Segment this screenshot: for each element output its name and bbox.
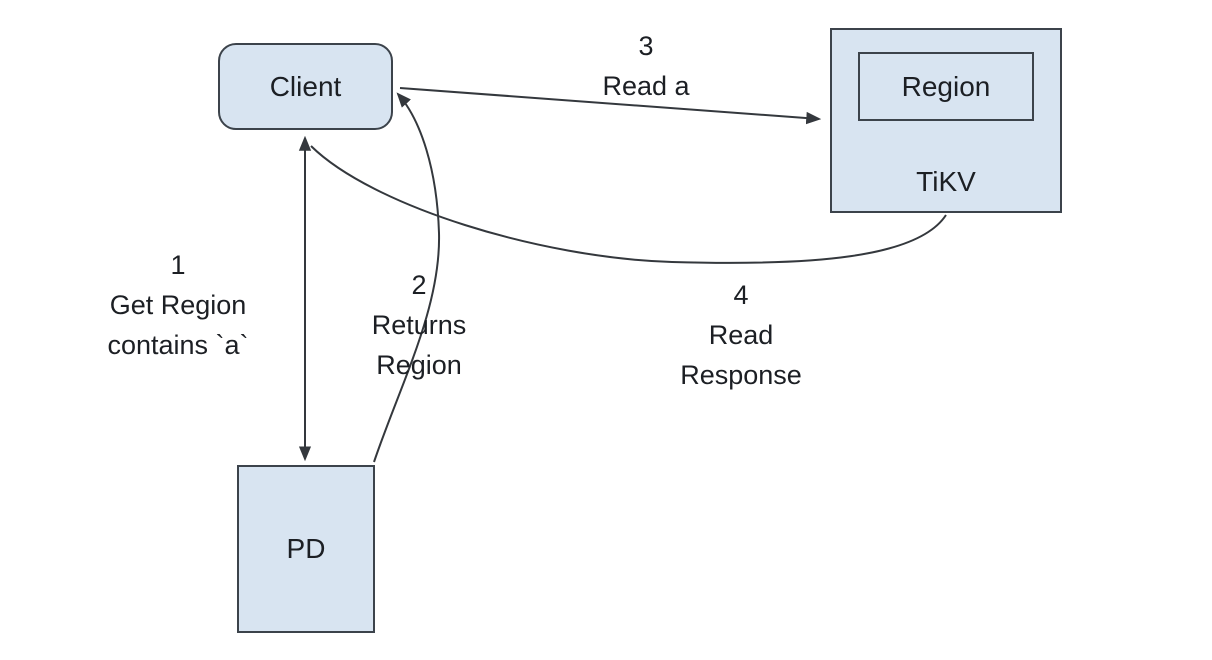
arrow-4-number: 4 bbox=[733, 280, 749, 310]
arrow-1-label: 1 Get Region contains `a` bbox=[58, 245, 298, 365]
arrow-1-number: 1 bbox=[170, 250, 186, 280]
pd-node-label: PD bbox=[286, 533, 326, 564]
arrow-3-client-to-tikv bbox=[399, 87, 822, 125]
arrow-3-label: 3 Read a bbox=[546, 26, 746, 106]
arrow-4-text-line: Read bbox=[708, 320, 774, 350]
arrow-2-number: 2 bbox=[411, 270, 427, 300]
arrow-2-pd-to-client bbox=[373, 92, 441, 463]
client-node-label: Client bbox=[269, 70, 342, 102]
arrow-2-text-line: Returns bbox=[371, 310, 467, 340]
pd-node: PD bbox=[237, 465, 375, 633]
arrow-3-number: 3 bbox=[638, 31, 654, 61]
arrow-1-text-line: Get Region bbox=[109, 290, 247, 320]
arrow-4-text-line: Response bbox=[680, 360, 802, 390]
arrow-4-tikv-to-client bbox=[310, 145, 947, 264]
arrow-2-text-line: Region bbox=[376, 350, 462, 380]
region-node-label: Region bbox=[901, 70, 991, 102]
arrow-4-label: 4 Read Response bbox=[641, 275, 841, 395]
tikv-node: Region TiKV bbox=[830, 28, 1062, 213]
region-node: Region bbox=[858, 52, 1034, 121]
tikv-node-label: TiKV bbox=[916, 166, 976, 197]
arrow-2-label: 2 Returns Region bbox=[329, 265, 509, 385]
arrow-3-text-line: Read a bbox=[602, 71, 690, 101]
arrow-1-text-line: contains `a` bbox=[107, 330, 249, 360]
client-node: Client bbox=[218, 43, 393, 130]
